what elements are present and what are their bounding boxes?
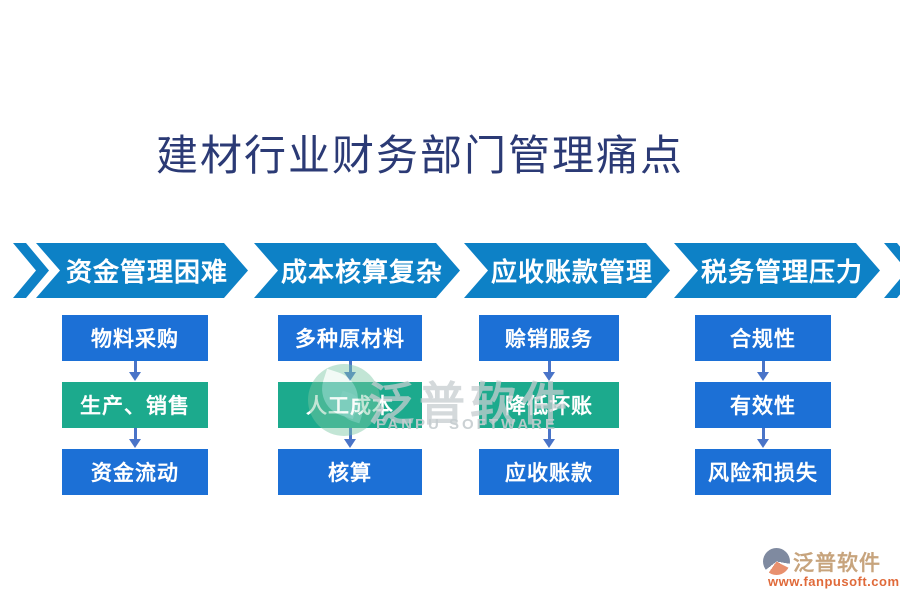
flow-box: 人工成本 <box>278 382 422 428</box>
flow-column-tax: 合规性 有效性 风险和损失 <box>695 315 831 495</box>
flow-box: 有效性 <box>695 382 831 428</box>
banner-cost-accounting: 成本核算复杂 <box>254 243 460 298</box>
down-arrow-icon <box>129 428 141 449</box>
header-banner-row: 资金管理困难 成本核算复杂 应收账款管理 税务管理压力 <box>0 243 900 298</box>
flow-box-label: 物料采购 <box>91 327 179 351</box>
flow-box-label: 有效性 <box>730 394 796 418</box>
down-arrow-icon <box>129 361 141 382</box>
flow-column-funds: 物料采购 生产、销售 资金流动 <box>62 315 208 495</box>
flow-box: 风险和损失 <box>695 449 831 495</box>
fanpu-logo-icon <box>763 548 790 575</box>
down-arrow-icon <box>344 361 356 382</box>
banner-label: 资金管理困难 <box>65 258 228 287</box>
chevron-stub-right-icon <box>884 243 900 298</box>
flow-box: 核算 <box>278 449 422 495</box>
flow-box-label: 资金流动 <box>91 461 179 485</box>
flow-box: 物料采购 <box>62 315 208 361</box>
banner-label: 税务管理压力 <box>700 258 863 287</box>
banner-label: 成本核算复杂 <box>280 258 443 287</box>
down-arrow-icon <box>543 428 555 449</box>
footer-brand-block: 泛普软件 www.fanpusoft.com <box>748 545 900 595</box>
flow-box: 应收账款 <box>479 449 619 495</box>
flow-column-receivables: 赊销服务 降低坏账 应收账款 <box>479 315 619 495</box>
flow-box-label: 多种原材料 <box>295 327 405 351</box>
flow-box-label: 风险和损失 <box>708 461 818 485</box>
flow-box: 合规性 <box>695 315 831 361</box>
flow-box: 降低坏账 <box>479 382 619 428</box>
flow-box-label: 核算 <box>328 461 372 485</box>
down-arrow-icon <box>344 428 356 449</box>
banner-receivables: 应收账款管理 <box>464 243 670 298</box>
flow-box-label: 降低坏账 <box>505 394 593 418</box>
page-title: 建材行业财务部门管理痛点 <box>155 134 684 180</box>
footer-url: www.fanpusoft.com <box>768 574 900 589</box>
down-arrow-icon <box>543 361 555 382</box>
footer-brand: 泛普软件 <box>793 552 881 575</box>
flow-box-label: 合规性 <box>730 327 796 351</box>
flow-column-cost: 多种原材料 人工成本 核算 <box>278 315 422 495</box>
banner-label: 应收账款管理 <box>490 258 653 287</box>
banner-tax-pressure: 税务管理压力 <box>674 243 880 298</box>
flow-box-label: 人工成本 <box>306 394 394 418</box>
flow-box: 赊销服务 <box>479 315 619 361</box>
flow-box-label: 生产、销售 <box>80 394 190 418</box>
flow-box-label: 应收账款 <box>505 461 593 485</box>
flow-box: 多种原材料 <box>278 315 422 361</box>
down-arrow-icon <box>757 361 769 382</box>
banner-funds-management: 资金管理困难 <box>36 243 248 298</box>
flow-box-label: 赊销服务 <box>505 327 593 351</box>
flow-box: 资金流动 <box>62 449 208 495</box>
flow-box: 生产、销售 <box>62 382 208 428</box>
down-arrow-icon <box>757 428 769 449</box>
